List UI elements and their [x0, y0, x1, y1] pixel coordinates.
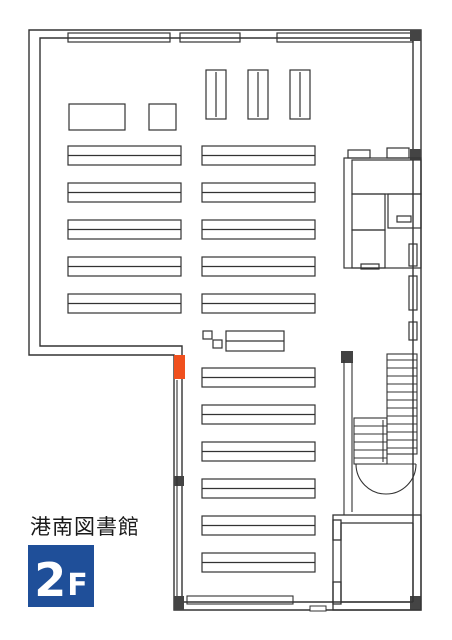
entrance-door [174, 355, 185, 379]
column [341, 351, 353, 363]
window-right [347, 149, 371, 159]
counter-chair [212, 339, 223, 349]
utility-room [351, 193, 386, 231]
table [68, 103, 126, 131]
rack [247, 69, 269, 120]
elevator-room [332, 514, 422, 611]
stair-landing [355, 463, 417, 495]
rack [289, 69, 311, 120]
window-right [360, 263, 380, 270]
window-right [386, 147, 410, 159]
rack [205, 69, 227, 120]
window-right [408, 275, 418, 311]
column [410, 30, 421, 41]
utility-room [351, 159, 422, 195]
door [332, 519, 342, 541]
counter-chair [202, 330, 213, 340]
stairs [386, 353, 418, 455]
column [174, 476, 184, 486]
door [332, 581, 342, 605]
stairs [353, 417, 388, 465]
window-right [396, 215, 412, 223]
utility-room [387, 193, 422, 229]
window-right [408, 321, 418, 341]
window-right [408, 243, 418, 267]
column [410, 149, 421, 160]
utility-room [351, 229, 386, 269]
column [174, 596, 184, 610]
window-top-1 [67, 32, 171, 43]
library-name: 港南図書館 [30, 515, 140, 539]
table [148, 103, 177, 131]
column [410, 596, 421, 610]
window-bottom [186, 595, 294, 605]
window-top-2 [179, 32, 241, 43]
floor-number: 2 [34, 553, 67, 607]
floor-suffix: F [67, 568, 88, 603]
bottom-door [309, 605, 327, 612]
